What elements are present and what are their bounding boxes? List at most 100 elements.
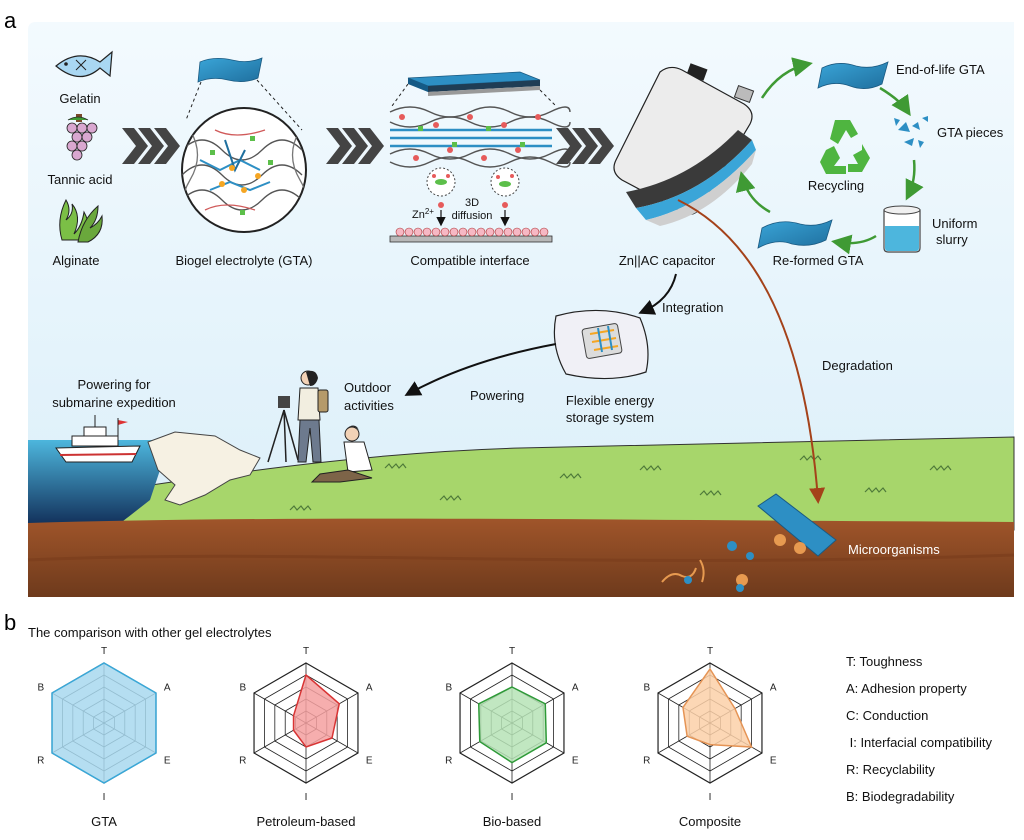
radar-axis-label: E	[164, 756, 171, 767]
radar-chart-gta: T A E I R B GTA	[37, 646, 171, 829]
integration-arrow	[638, 273, 677, 315]
zn-ion-label: Zn2+	[412, 207, 434, 221]
diffusion-label-line1: 3D	[465, 197, 479, 209]
legend-item-recyclability: R: Recyclability	[846, 762, 935, 777]
chevrons-arrow-3	[556, 128, 614, 164]
radar-axis-label: I	[709, 792, 712, 803]
degrading-gel-icon	[757, 493, 837, 557]
radar-axis-label: B	[37, 683, 44, 694]
diffusion-label-line2: diffusion	[452, 210, 493, 222]
radar-series-area	[477, 686, 548, 764]
radar-series-area	[51, 662, 157, 784]
radar-axis-label: B	[643, 683, 650, 694]
radar-axis-legend: T: Toughness A: Adhesion property C: Con…	[846, 654, 992, 804]
flexible-label-line2: storage system	[566, 410, 654, 425]
radar-axis-label: T	[707, 646, 713, 657]
tannic-acid-grape-icon	[66, 114, 98, 161]
scene-background	[27, 22, 1015, 597]
legend-item-interfacial: I: Interfacial compatibility	[846, 735, 992, 750]
recycle-cycle-arrows	[735, 57, 924, 255]
ingredient-tannic-acid: Tannic acid	[47, 172, 112, 187]
outdoor-label-line1: Outdoor	[344, 380, 392, 395]
radar-axis-label: A	[366, 683, 373, 694]
radar-axis-label: T	[101, 646, 107, 657]
radar-axis-label: A	[572, 683, 579, 694]
outdoor-label-line2: activities	[344, 398, 394, 413]
reformed-label: Re-formed GTA	[773, 253, 864, 268]
ingredient-gelatin: Gelatin	[59, 91, 100, 106]
end-of-life-label: End-of-life GTA	[896, 62, 985, 77]
ship-illustration	[55, 415, 141, 463]
gelatin-fish-icon	[55, 50, 113, 78]
people-illustration	[267, 370, 373, 483]
radar-series-name: GTA	[91, 814, 117, 829]
radar-axis-label: B	[445, 683, 452, 694]
recycle-symbol-icon	[820, 120, 870, 174]
radar-axis-label: T	[509, 646, 515, 657]
chevrons-arrow-1	[122, 128, 180, 164]
radar-series-area	[292, 673, 341, 748]
radar-axis-label: A	[770, 683, 777, 694]
panel-a-letter: a	[4, 8, 17, 33]
radar-axis-label: R	[445, 756, 452, 767]
legend-item-adhesion: A: Adhesion property	[846, 681, 967, 696]
recycling-label: Recycling	[808, 178, 864, 193]
gta-film-icon	[197, 57, 263, 83]
capacitor-label: Zn||AC capacitor	[619, 253, 716, 268]
radar-axis-label: I	[511, 792, 514, 803]
microorganisms-label: Microorganisms	[848, 542, 940, 557]
gta-pieces-icon	[894, 116, 928, 148]
legend-item-biodegradability: B: Biodegradability	[846, 789, 955, 804]
radar-axis-label: E	[366, 756, 373, 767]
degradation-label: Degradation	[822, 358, 893, 373]
biogel-network-circle	[181, 107, 307, 233]
radar-axis-label: R	[643, 756, 650, 767]
radar-chart-composite: T A E I R B Composite	[643, 646, 777, 829]
slurry-label-line1: Uniform	[932, 216, 978, 231]
flexible-device-icon	[553, 309, 649, 380]
integration-label: Integration	[662, 300, 723, 315]
powering-label: Powering	[470, 388, 524, 403]
alginate-seaweed-icon	[59, 198, 103, 243]
radar-axis-label: E	[770, 756, 777, 767]
radar-series-area	[682, 667, 753, 748]
panel-b-letter: b	[4, 610, 16, 635]
flexible-label-line1: Flexible energy	[566, 393, 655, 408]
radar-axis-label: A	[164, 683, 171, 694]
slurry-label-line2: slurry	[936, 232, 968, 247]
powering-arrow	[404, 343, 557, 396]
reformed-gta-icon	[757, 219, 833, 249]
radar-axis-label: I	[305, 792, 308, 803]
radar-axis-label: E	[572, 756, 579, 767]
gta-pieces-label: GTA pieces	[937, 125, 1004, 140]
legend-item-toughness: T: Toughness	[846, 654, 923, 669]
radar-axis-label: B	[239, 683, 246, 694]
biogel-label: Biogel electrolyte (GTA)	[175, 253, 312, 268]
submarine-label-line1: Powering for	[78, 377, 152, 392]
radar-axis-label: R	[239, 756, 246, 767]
radar-chart-petroleum-based: T A E I R B Petroleum-based	[239, 646, 373, 829]
legend-item-conduction: C: Conduction	[846, 708, 928, 723]
radar-series-name: Composite	[679, 814, 741, 829]
radar-series-name: Bio-based	[483, 814, 542, 829]
ion-clusters	[426, 167, 520, 208]
zn-ac-capacitor	[613, 63, 756, 226]
radar-axis-label: I	[103, 792, 106, 803]
interface-layer-stack	[407, 71, 541, 96]
radar-axis-label: R	[37, 756, 44, 767]
panel-b-title: The comparison with other gel electrolyt…	[28, 625, 272, 640]
degradation-arrow	[677, 199, 826, 504]
chevrons-arrow-2	[326, 128, 384, 164]
slurry-beaker-icon	[883, 205, 921, 253]
end-of-life-gta-icon	[817, 61, 889, 89]
zn-electrode	[389, 227, 553, 243]
submarine-label-line2: submarine expedition	[52, 395, 176, 410]
radar-chart-bio-based: T A E I R B Bio-based	[445, 646, 579, 829]
ingredient-alginate: Alginate	[53, 253, 100, 268]
radar-series-name: Petroleum-based	[257, 814, 356, 829]
interface-label: Compatible interface	[410, 253, 529, 268]
microorganisms-icon	[661, 534, 806, 592]
radar-charts: T A E I R B GTA T A E I R B Petroleum-based T A E I R B Bio-…	[37, 646, 777, 829]
radar-axis-label: T	[303, 646, 309, 657]
